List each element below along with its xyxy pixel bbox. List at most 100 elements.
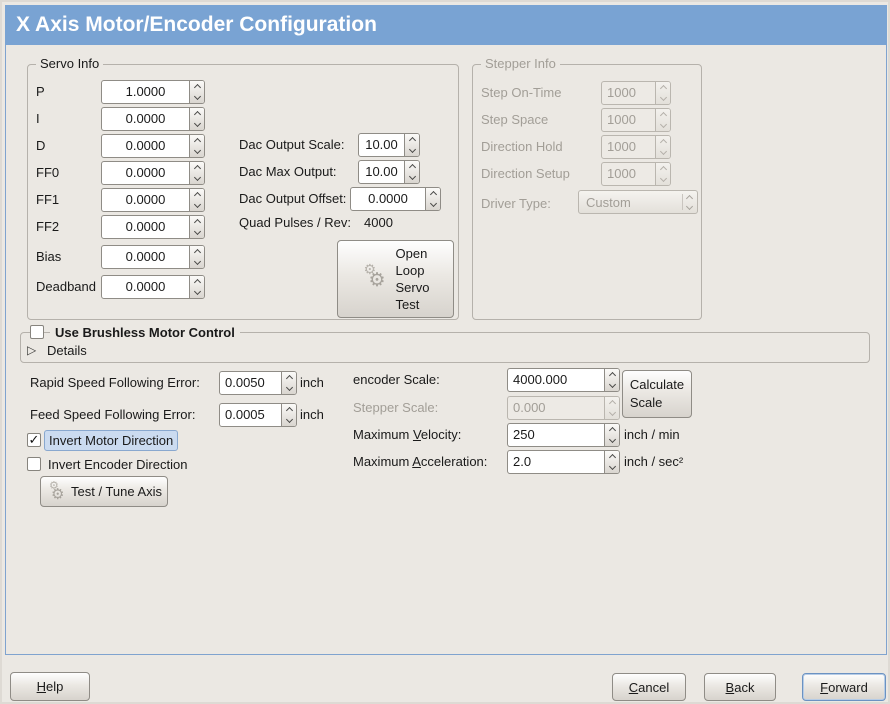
feed-following-error-input[interactable]: 0.0005 [225,407,265,422]
stepper-scale-input: 0.000 [513,400,546,415]
direction-setup-label: Direction Setup [481,166,570,181]
dac-output-scale-label: Dac Output Scale: [239,137,345,152]
gears-icon: ⚙⚙ [363,261,386,291]
use-brushless-checkbox[interactable] [30,325,44,339]
spin-up-icon[interactable] [282,404,296,415]
spin-up-icon[interactable] [605,424,619,435]
spin-up-icon[interactable] [190,135,204,146]
spin-down-icon[interactable] [405,145,419,156]
spin-down-icon[interactable] [605,462,619,473]
invert-motor-label[interactable]: Invert Motor Direction [44,430,179,451]
spin-up-icon[interactable] [190,216,204,227]
invert-encoder-label[interactable]: Invert Encoder Direction [48,457,188,472]
servo-ff1-spinbox[interactable]: 0.0000 [101,188,205,212]
spin-up-icon[interactable] [605,369,619,380]
spin-up-icon[interactable] [282,372,296,383]
dac-output-scale-spinbox[interactable]: 10.00 [358,133,420,157]
spin-down-icon[interactable] [282,383,296,394]
spin-down-icon[interactable] [605,435,619,446]
direction-hold-label: Direction Hold [481,139,563,154]
dac-max-output-input[interactable]: 10.00 [365,164,398,179]
servo-ff2-input[interactable]: 0.0000 [125,219,166,234]
max-velocity-input[interactable]: 250 [513,427,535,442]
servo-ff0-label: FF0 [36,165,60,180]
servo-ff1-input[interactable]: 0.0000 [125,192,166,207]
spin-down-icon[interactable] [190,92,204,103]
spin-up-icon[interactable] [190,246,204,257]
spin-down-icon[interactable] [190,119,204,130]
spin-down-icon[interactable] [405,172,419,183]
max-acceleration-unit: inch / sec² [624,454,684,469]
test-tune-axis-button[interactable]: ⚙⚙ Test / Tune Axis [40,476,168,507]
dac-max-output-label: Dac Max Output: [239,164,337,179]
servo-bias-input[interactable]: 0.0000 [125,249,166,264]
servo-i-input[interactable]: 0.0000 [125,111,166,126]
direction-hold-input: 1000 [607,139,636,154]
servo-d-label: D [36,138,46,153]
servo-p-spinbox[interactable]: 1.0000 [101,80,205,104]
spin-down-icon[interactable] [605,380,619,391]
open-loop-servo-test-button[interactable]: ⚙⚙ Open Loop Servo Test [337,240,454,318]
spin-up-icon[interactable] [405,161,419,172]
dac-max-output-spinbox[interactable]: 10.00 [358,160,420,184]
dac-output-offset-input[interactable]: 0.0000 [368,191,408,206]
spin-down-icon[interactable] [190,257,204,268]
spin-up-icon [605,397,619,408]
spin-up-icon[interactable] [605,451,619,462]
spin-up-icon[interactable] [190,162,204,173]
spin-up-icon[interactable] [426,188,440,199]
servo-d-input[interactable]: 0.0000 [125,138,166,153]
forward-button[interactable]: Forward [802,673,886,701]
expander-collapsed-icon[interactable]: ▷ [27,343,37,357]
calculate-scale-button[interactable]: Calculate Scale [622,370,692,418]
spin-up-icon[interactable] [405,134,419,145]
servo-p-input[interactable]: 1.0000 [125,84,166,99]
spin-up-icon[interactable] [190,189,204,200]
invert-motor-checkbox[interactable]: ✓ [27,433,41,447]
spin-down-icon[interactable] [282,415,296,426]
servo-i-spinbox[interactable]: 0.0000 [101,107,205,131]
open-loop-button-label: Open [395,246,428,261]
back-button[interactable]: Back [704,673,776,701]
servo-ff0-input[interactable]: 0.0000 [125,165,166,180]
spin-down-icon[interactable] [426,199,440,210]
max-velocity-spinbox[interactable]: 250 [507,423,620,447]
encoder-scale-spinbox[interactable]: 4000.000 [507,368,620,392]
servo-ff1-label: FF1 [36,192,60,207]
spin-down-icon[interactable] [190,146,204,157]
dac-output-offset-spinbox[interactable]: 0.0000 [350,187,441,211]
servo-d-spinbox[interactable]: 0.0000 [101,134,205,158]
rapid-following-error-input[interactable]: 0.0050 [225,375,265,390]
help-button[interactable]: Help [10,672,90,701]
max-acceleration-input[interactable]: 2.0 [513,454,532,469]
servo-ff2-spinbox[interactable]: 0.0000 [101,215,205,239]
servo-ff0-spinbox[interactable]: 0.0000 [101,161,205,185]
driver-type-label: Driver Type: [481,196,551,211]
spin-up-icon[interactable] [190,81,204,92]
step-on-time-label: Step On-Time [481,85,562,100]
stepper-info-group: Stepper Info Step On-Time 1000 Step Spac… [472,56,702,320]
spin-up-icon [656,109,670,120]
feed-following-error-spinbox[interactable]: 0.0005 [219,403,297,427]
spin-down-icon[interactable] [190,287,204,298]
spin-down-icon[interactable] [190,227,204,238]
spin-up-icon[interactable] [190,108,204,119]
rapid-following-error-spinbox[interactable]: 0.0050 [219,371,297,395]
brushless-group [20,332,870,363]
servo-deadband-spinbox[interactable]: 0.0000 [101,275,205,299]
spin-down-icon[interactable] [190,173,204,184]
spin-up-icon[interactable] [190,276,204,287]
quad-pulses-label: Quad Pulses / Rev: [239,215,351,230]
encoder-scale-input[interactable]: 4000.000 [513,372,568,387]
details-expander-label[interactable]: Details [47,343,87,358]
servo-bias-spinbox[interactable]: 0.0000 [101,245,205,269]
step-on-time-spinbox: 1000 [601,81,671,105]
servo-deadband-input[interactable]: 0.0000 [125,279,166,294]
invert-encoder-checkbox[interactable] [27,457,41,471]
max-acceleration-spinbox[interactable]: 2.0 [507,450,620,474]
spin-down-icon [656,93,670,104]
cancel-button[interactable]: Cancel [612,673,686,701]
spin-down-icon[interactable] [190,200,204,211]
dac-output-scale-input[interactable]: 10.00 [365,137,398,152]
